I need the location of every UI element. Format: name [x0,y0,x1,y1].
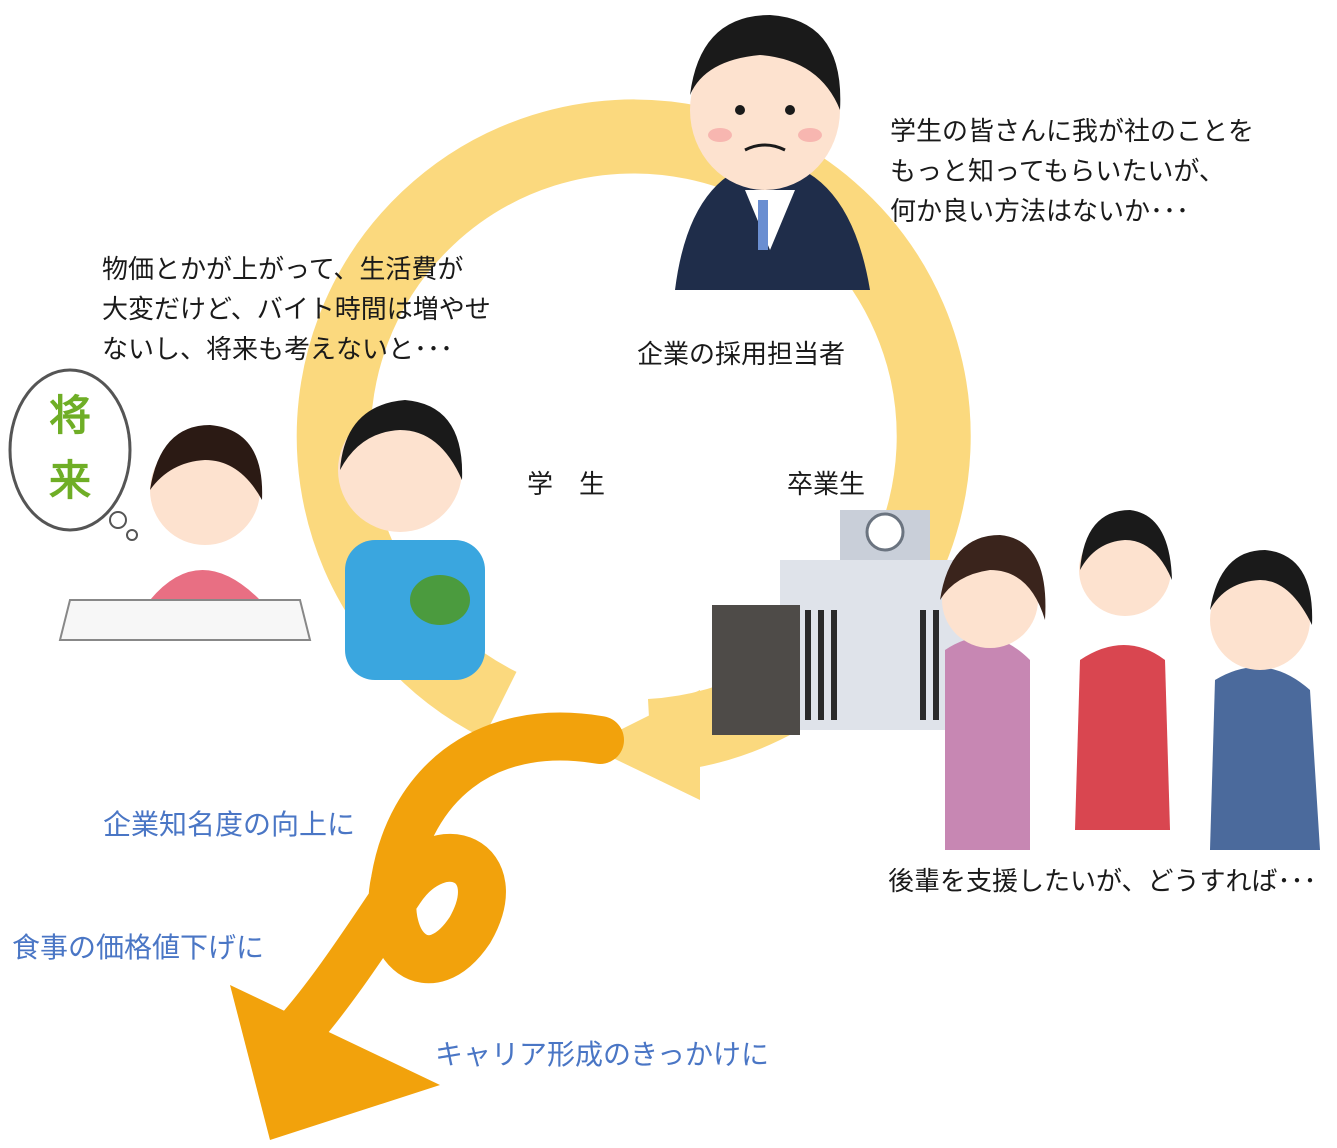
student-speech-line: 物価とかが上がって、生活費が [102,255,464,285]
big-orange-arrow [230,712,624,1140]
recruiter-speech-line: 学生の皆さんに我が社のことを [890,117,1255,147]
alumni-speech: 後輩を支援したいが、どうすれば･･･ [888,867,1317,897]
recruiter-speech: 学生の皆さんに我が社のことを もっと知ってもらいたいが、 何か良い方法はないか･… [890,112,1254,232]
benefit-company-awareness: 企業知名度の向上に [103,808,356,841]
thought-char-1: 将 [49,391,91,440]
recruiter-speech-line: もっと知ってもらいたいが、 [890,157,1225,187]
benefit-career: キャリア形成のきっかけに [435,1038,770,1071]
thought-char-2: 来 [49,456,91,505]
student-speech-line: ないし、将来も考えないと･･･ [102,335,454,365]
student-wallet-illustration [338,400,485,680]
alumni-illustration [940,510,1320,850]
recruiter-label: 企業の採用担当者 [637,340,846,370]
recruiter-illustration [675,15,870,290]
student-speech: 物価とかが上がって、生活費が 大変だけど、バイト時間は増やせ ないし、将来も考え… [102,250,491,370]
student-label: 学 生 [527,470,606,500]
student-speech-line: 大変だけど、バイト時間は増やせ [102,295,491,325]
recruiter-speech-line: 何か良い方法はないか･･･ [890,197,1190,227]
benefit-meal-price: 食事の価格値下げに [12,931,265,964]
student-thinking-illustration: 将 来 [8,368,312,641]
alumni-label: 卒業生 [787,470,866,500]
